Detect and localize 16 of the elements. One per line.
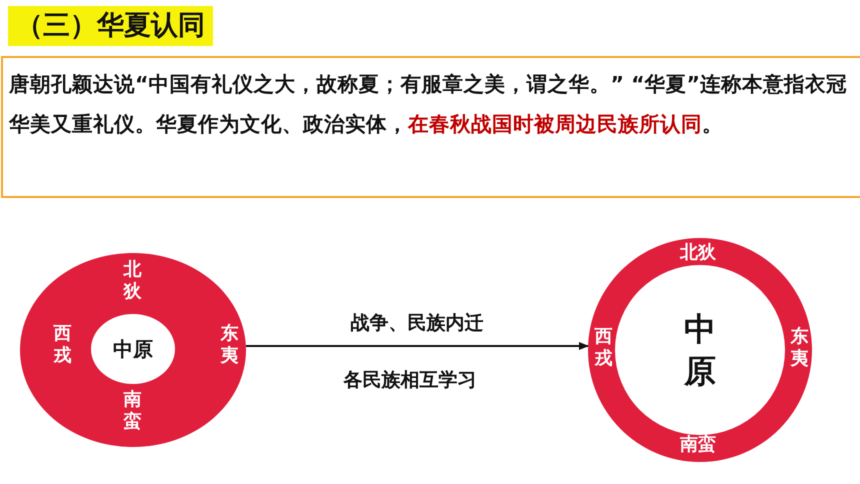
region-label: 西戎 xyxy=(53,323,72,367)
note-text: 各民族相互学习 xyxy=(342,368,478,393)
paragraph: 唐朝孔颖达说“中国有礼仪之大，故称夏；有服章之美，谓之华。” “华夏”连称本意指衣冠华美又重礼仪。华夏作为文化、政治实体，在春秋战国时被周边民族所认同。 xyxy=(9,71,848,138)
arrow xyxy=(246,342,589,350)
region-label: 南蛮 xyxy=(680,434,716,456)
text-box xyxy=(1,56,860,198)
region-label: 北狄 xyxy=(123,259,142,303)
region-label: 东夷 xyxy=(220,323,239,367)
edge-label: 战争、民族内迁 xyxy=(350,311,484,336)
region-label: 东夷 xyxy=(790,326,809,370)
center-label: 中原 xyxy=(113,336,153,362)
center-label: 中原 xyxy=(683,309,717,392)
region-label: 南蛮 xyxy=(123,389,142,433)
region-label: 西戎 xyxy=(594,326,613,370)
region-label: 北狄 xyxy=(680,242,716,264)
title: （三）华夏认同 xyxy=(8,6,213,46)
